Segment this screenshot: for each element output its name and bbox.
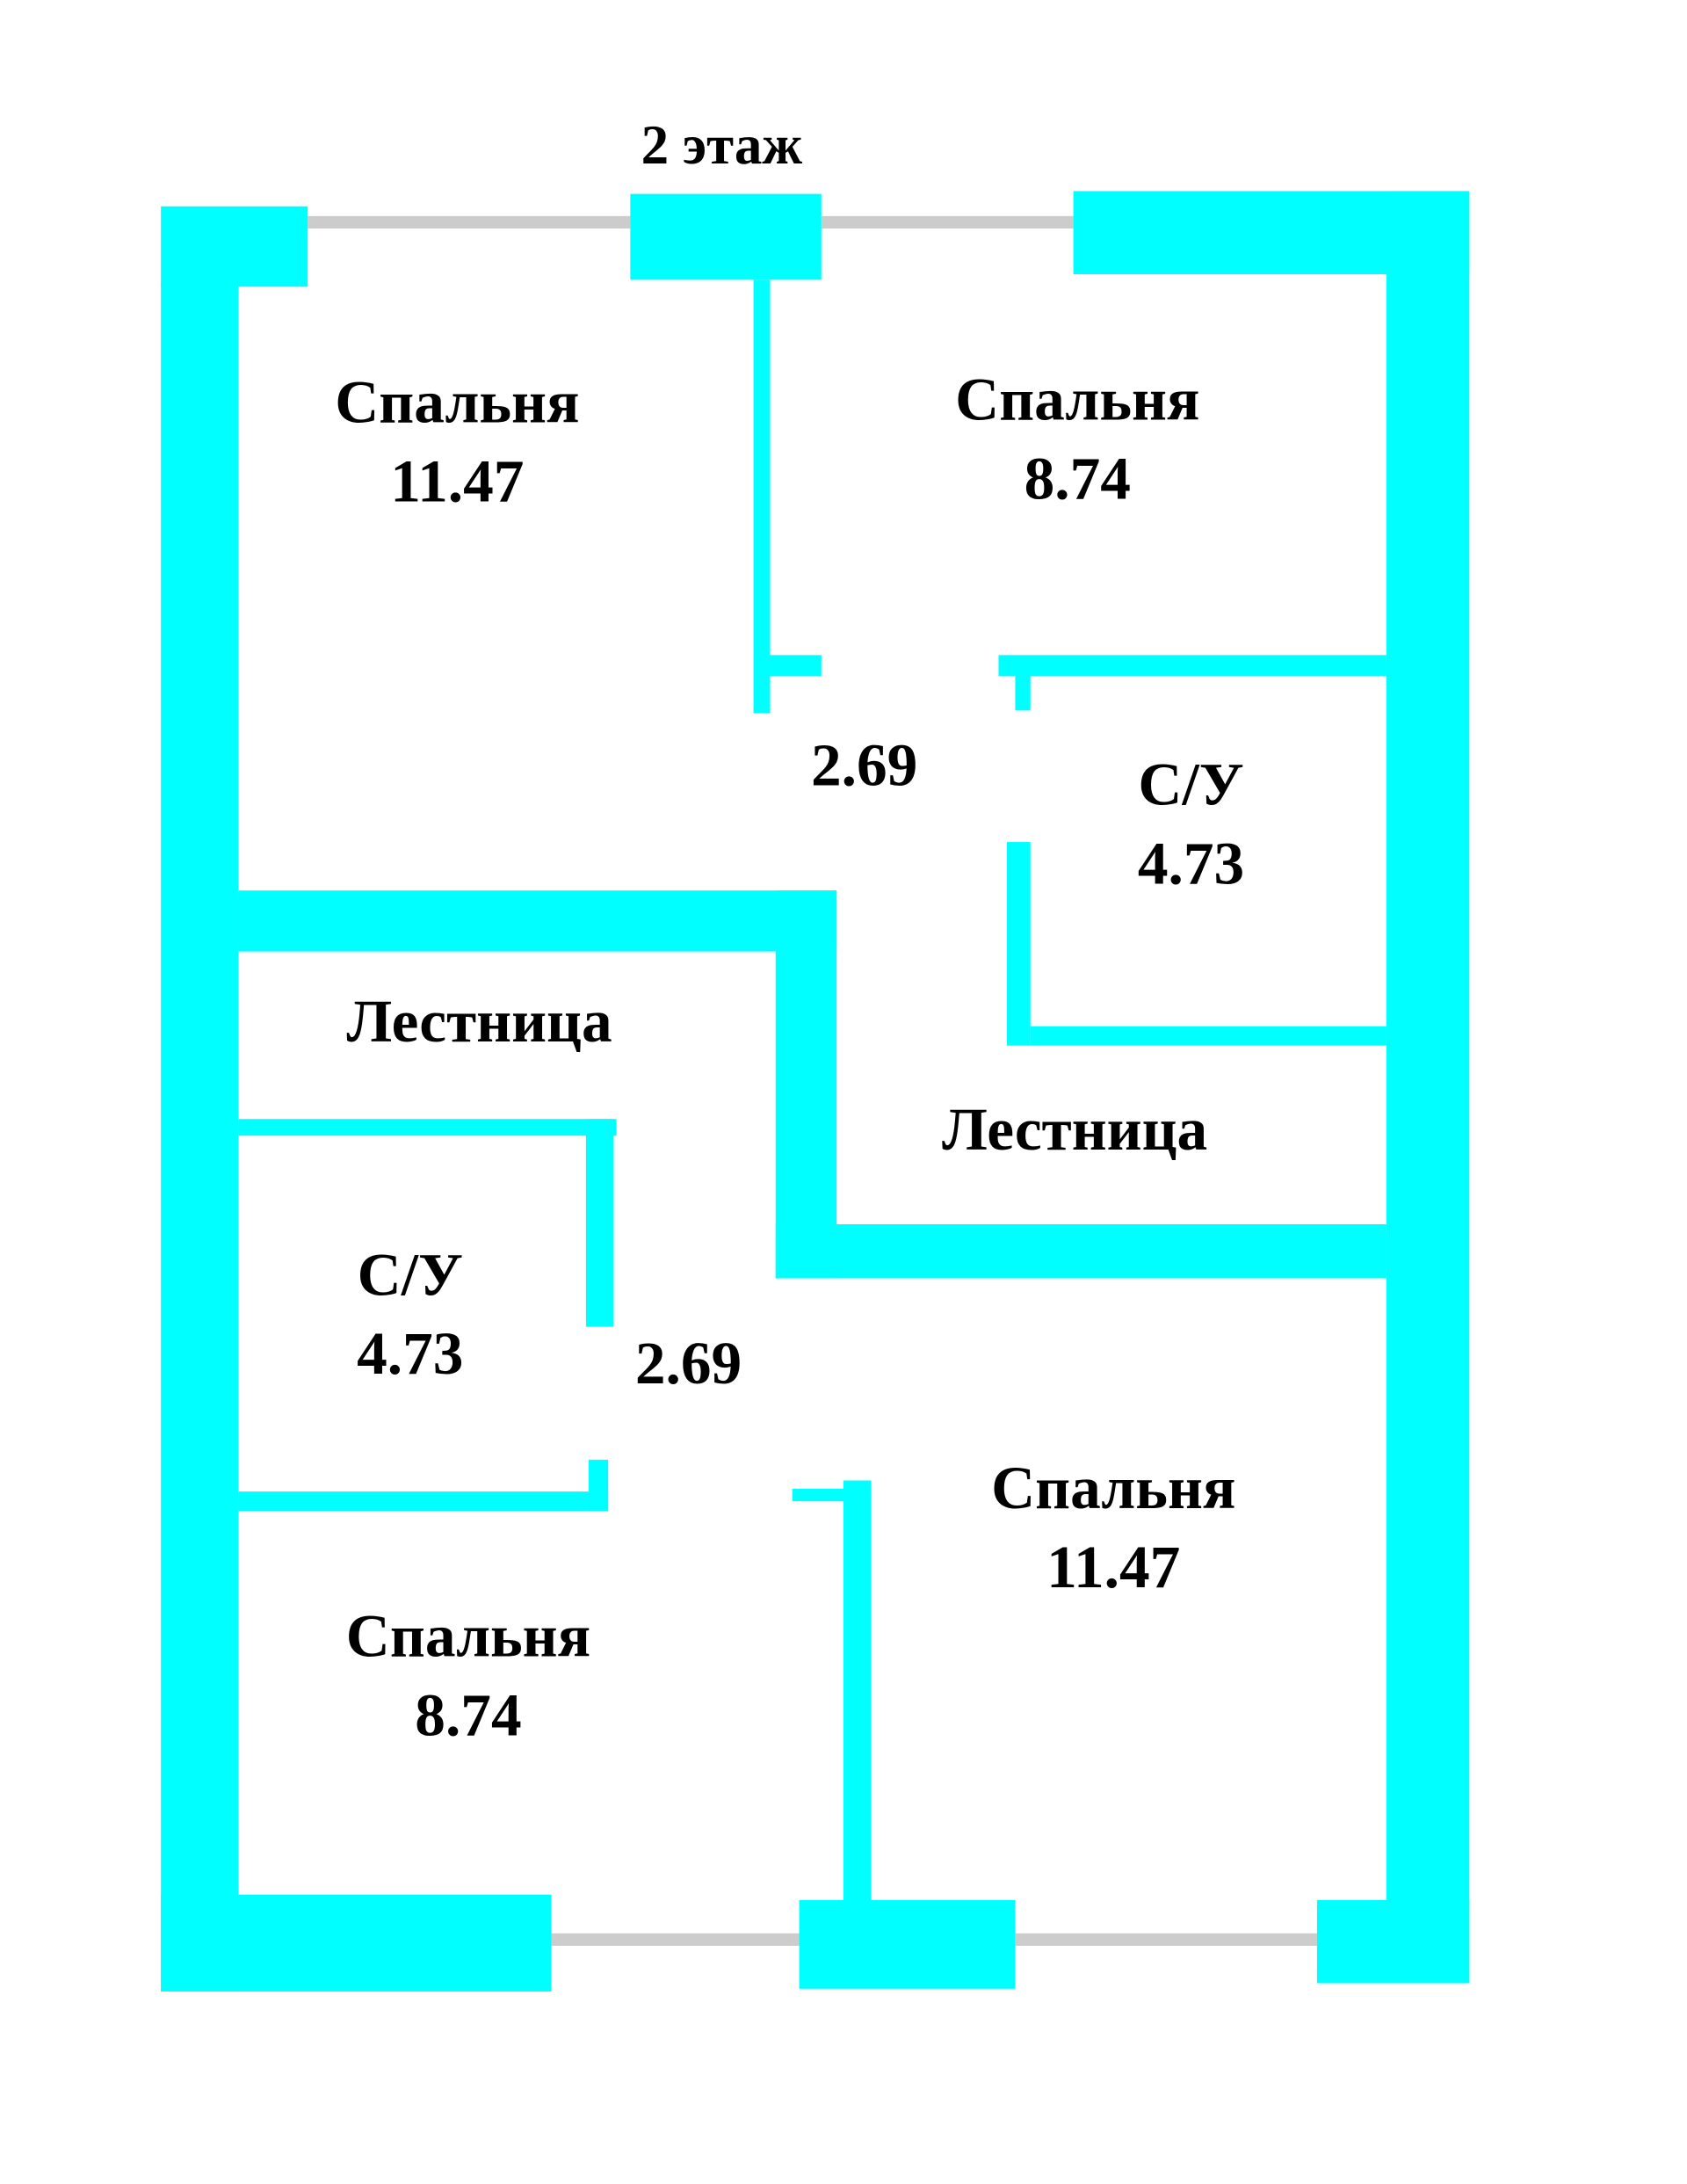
room-labels: Спальня 11.47 Спальня 8.74 2.69 С/У 4.73… [335,365,1244,1748]
window-top-left [308,215,631,229]
partition [998,655,1387,676]
partition [238,1491,609,1512]
room-name: Спальня [335,368,579,436]
partition [238,1119,617,1136]
partition [844,1480,872,1900]
windows [308,215,1317,1946]
wall [799,1899,1016,1989]
room-name: Лестница [347,987,612,1055]
room-name: Спальня [955,365,1199,432]
room-area: 8.74 [1025,444,1131,512]
room-area: 2.69 [635,1329,742,1397]
wall [161,1894,552,1992]
walls [161,191,1470,1992]
room-name: Спальня [991,1454,1235,1521]
window-bottom-left [551,1933,800,1946]
room-area: 11.47 [390,446,524,514]
partition [585,1119,614,1327]
wall [630,193,822,280]
wall-left [161,284,239,1992]
partition [753,279,771,714]
room-name: С/У [1138,751,1243,818]
partition [792,1488,844,1502]
wall-right [1386,191,1470,1984]
partition [589,1459,609,1512]
window-top-right [821,215,1074,229]
room-area: 8.74 [415,1680,521,1748]
room-name: Лестница [942,1095,1207,1163]
room-name: С/У [358,1240,463,1308]
room-area: 2.69 [811,730,917,798]
partition [1006,842,1031,1046]
partition [1030,1026,1387,1046]
room-area: 11.47 [1046,1533,1180,1600]
room-area: 4.73 [357,1319,463,1387]
window-bottom-right [1015,1933,1317,1946]
wall [161,206,308,287]
partition [1015,675,1031,711]
stair-wall [238,890,837,952]
room-area: 4.73 [1138,829,1244,896]
partition [770,655,822,676]
stair-wall [775,1223,1387,1279]
wall [1316,1899,1470,1984]
floor-title: 2 этаж [641,114,803,176]
stair-wall [775,890,837,1279]
room-name: Спальня [346,1602,590,1670]
